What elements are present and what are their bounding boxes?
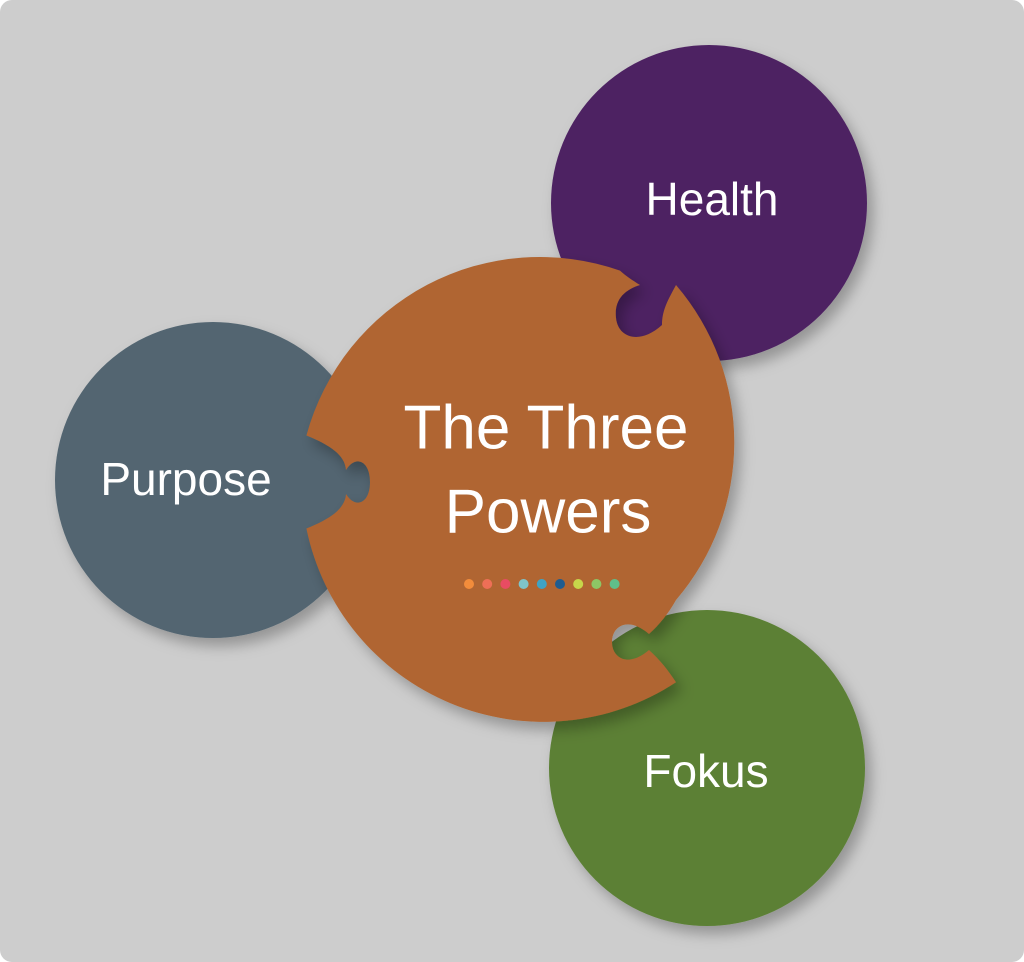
color-dot [500,579,511,589]
purpose-label: Purpose [100,453,271,505]
color-dot [536,579,547,589]
color-dot [518,579,529,589]
color-dot [482,579,493,589]
center-puzzle-piece [306,256,735,722]
color-dot [573,579,584,589]
center-title-line-2: Powers [445,477,652,546]
color-dot-row [464,579,620,589]
purpose-circle [55,322,371,638]
color-dot [609,579,620,589]
health-label: Health [646,173,779,225]
color-dot [464,579,474,589]
fokus-label: Fokus [643,745,768,797]
color-dot [591,579,602,589]
center-title-line-1: The Three [404,393,689,462]
color-dot [555,579,565,589]
